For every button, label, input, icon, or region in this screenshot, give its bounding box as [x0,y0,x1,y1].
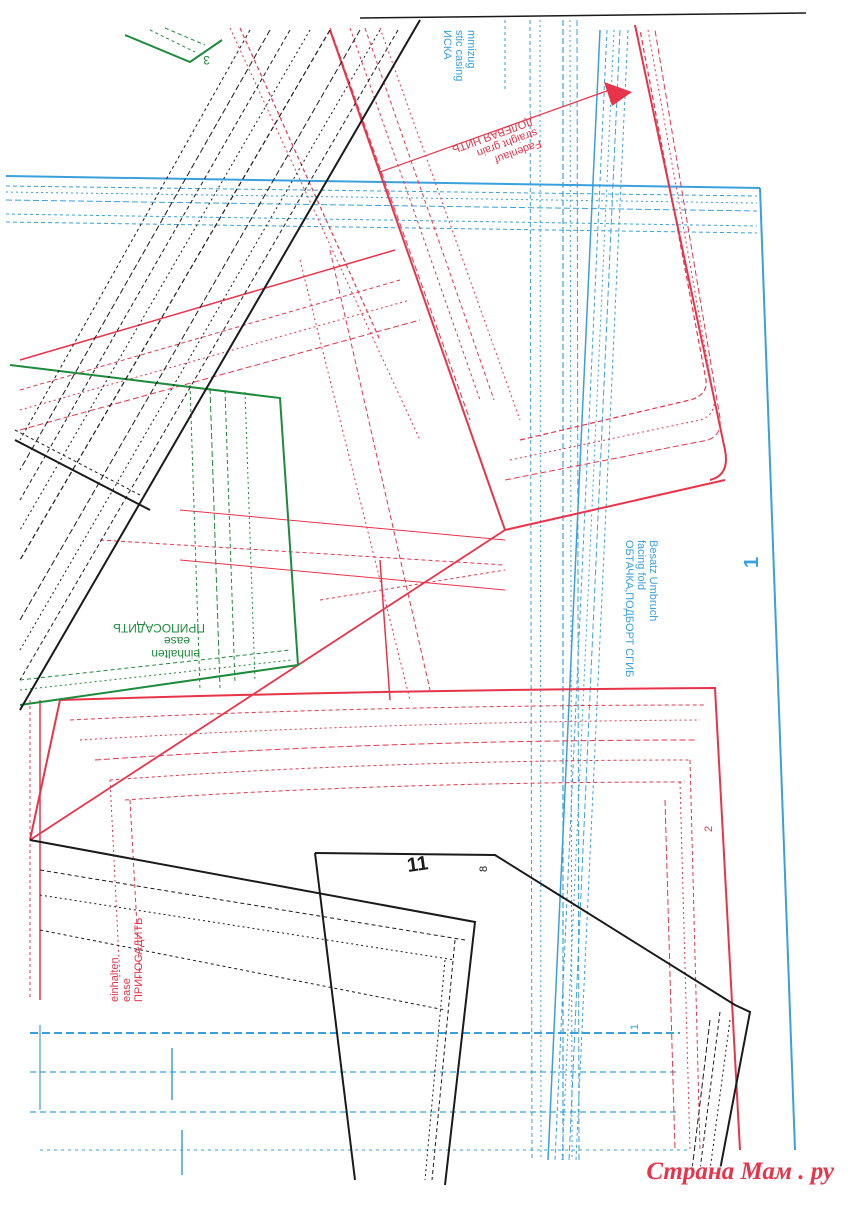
elastic-top-2: stic casing [453,30,465,81]
mark-8: 8 [478,866,490,872]
piece-number-black: 11 [406,852,430,877]
facing-de: Besatz Umbruch [647,540,659,621]
grain-arrow-icon [604,82,632,106]
facing-fold-label: Besatz Umbruch facing fold ОБТАЧКА,ПОДБО… [623,540,659,677]
mark-1: 1 [629,1024,641,1030]
piece-number-blue: 1 [741,557,763,568]
black-ease-label: einhalten ease ПРИПОСАДИТЬ [109,918,145,1002]
green-pattern-piece [10,28,298,705]
green-ease-label: einhalten ease ПРИПОСАДИТЬ [113,621,205,661]
elastic-top-3: ИСКА [441,30,453,60]
site-watermark: Страна Мам . ру [646,1158,834,1186]
ease-black-de: einhalten [109,957,121,1002]
mark-2: 2 [703,826,715,832]
elastic-casing-label: mmizug stic casing ИСКА [441,30,477,81]
facing-ru: ОБТАЧКА,ПОДБОРТ СГИБ [623,540,635,677]
ease-black-en: ease [121,978,133,1002]
ease-green-en: ease [164,634,190,648]
sheet-edge-line [360,13,806,18]
straight-grain-label: Fadenlauf straight grain ДОЛЕВАЯ НИТЬ [450,115,543,178]
facing-en: facing fold [635,540,647,590]
piece-number-top-green: 3 [203,53,210,67]
ease-green-ru: ПРИПОСАДИТЬ [113,621,205,635]
elastic-top-1: mmizug [465,30,477,69]
ease-green-de: einhalten [151,647,200,661]
ease-black-ru: ПРИПОСАДИТЬ [133,918,145,1002]
